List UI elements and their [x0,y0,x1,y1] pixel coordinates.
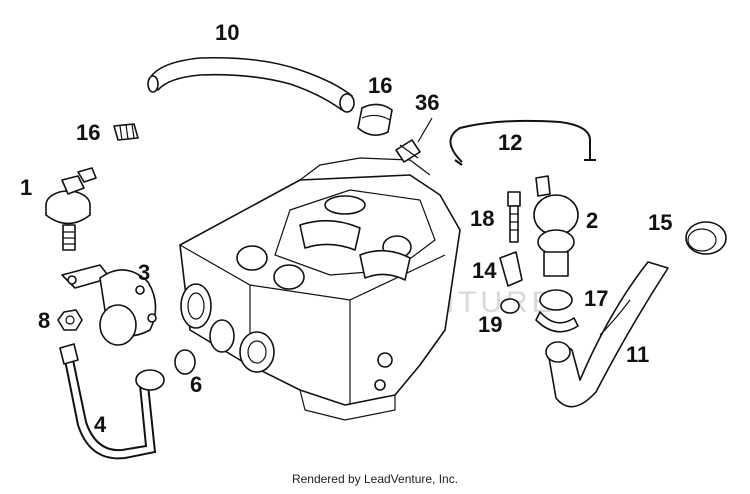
cylinder-head [179,157,461,421]
callout-16-right: 16 [368,73,392,98]
callout-2: 2 [586,208,598,233]
callout-4: 4 [94,412,107,437]
pipe-part-4 [59,343,165,460]
callout-19: 19 [478,312,502,337]
regulator-part-2 [533,175,579,277]
callout-16-left: 16 [76,120,100,145]
callout-1: 1 [20,175,32,200]
clamp-part-16-right [357,103,393,136]
coupler-part-15 [685,221,727,255]
callout-3: 3 [138,260,150,285]
callout-17: 17 [584,286,608,311]
housing-part-3 [61,264,157,346]
clamp-part-16-left [113,123,139,141]
nut-part-8 [57,309,83,331]
callout-6: 6 [190,372,202,397]
callout-15: 15 [648,210,672,235]
callout-14: 14 [472,258,497,283]
hose-part-11 [545,261,669,408]
callout-10: 10 [215,20,239,45]
valve-part-1 [45,167,97,251]
tube-part-12 [449,119,596,166]
footer-credit: Rendered by LeadVenture, Inc. [291,472,459,486]
bolt-part-18 [507,191,521,243]
callout-12: 12 [498,130,522,155]
bracket-part-14 [499,251,523,287]
hose-part-10 [147,56,355,113]
callout-18: 18 [470,206,494,231]
oring-part-6 [174,349,196,375]
callout-11: 11 [626,342,649,367]
nut-part-19 [500,298,520,314]
clamp-part-17 [535,289,579,333]
callout-8: 8 [38,308,50,333]
fitting-part-36 [395,117,433,163]
callout-36: 36 [415,90,439,115]
